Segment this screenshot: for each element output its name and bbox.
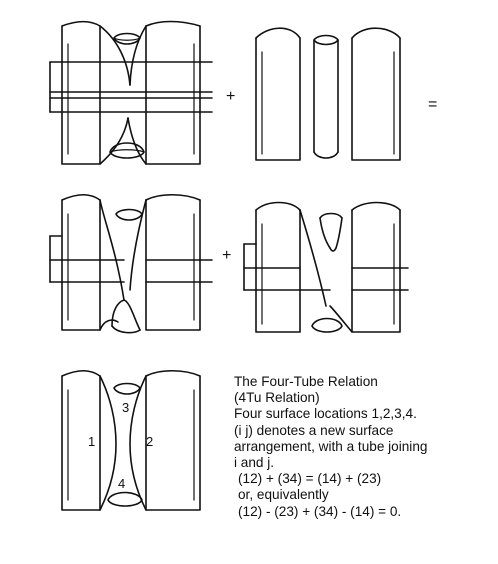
caption-line: i and j. [234, 455, 275, 471]
plus-sign-2: + [222, 247, 231, 264]
figure-tube-23 [243, 201, 409, 333]
caption-subtitle: (4Tu Relation) [234, 390, 320, 406]
caption-title: The Four-Tube Relation [234, 374, 378, 389]
caption-equation: (12) - (23) + (34) - (14) = 0. [238, 503, 402, 519]
figure-tube-14 [49, 193, 213, 334]
caption-text: The Four-Tube Relation (4Tu Relation) Fo… [234, 374, 494, 520]
figure-tube-34 [255, 27, 401, 161]
caption-line: or, equivalently [238, 487, 329, 503]
caption-equation: (12) + (34) = (14) + (23) [238, 471, 382, 487]
caption-line: Four surface locations 1,2,3,4. [234, 406, 417, 422]
location-label-3: 3 [122, 400, 129, 415]
plus-sign-1: + [226, 88, 235, 105]
caption-line: (i j) denotes a new surface [234, 422, 394, 438]
figure-locations: 3 1 2 4 [61, 369, 201, 511]
equals-sign: = [428, 96, 437, 113]
caption-line: arrangement, with a tube joining [234, 438, 428, 454]
location-label-1: 1 [88, 434, 95, 449]
figure-tube-12 [49, 20, 213, 165]
location-label-4: 4 [118, 476, 125, 491]
location-label-2: 2 [146, 434, 153, 449]
